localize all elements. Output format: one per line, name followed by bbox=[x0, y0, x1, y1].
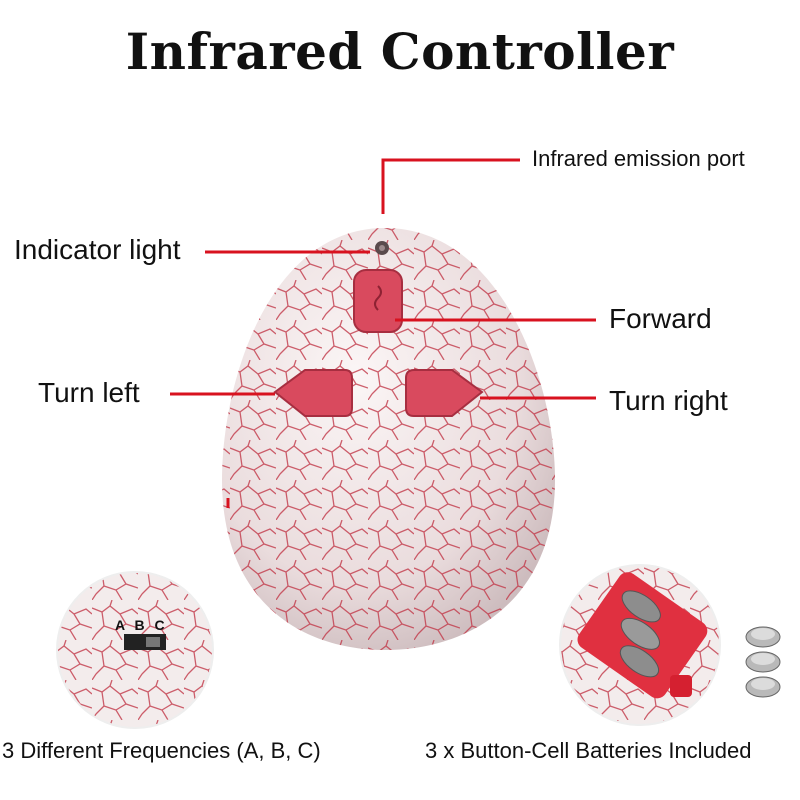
ir-port-line bbox=[381, 158, 520, 214]
caption-batteries: 3 x Button-Cell Batteries Included bbox=[425, 738, 752, 763]
egg-controller-body bbox=[222, 228, 555, 650]
callout-turn-right: Turn right bbox=[609, 385, 728, 416]
frequency-switch-inset bbox=[56, 571, 214, 729]
callout-indicator-light: Indicator light bbox=[14, 234, 181, 265]
switch-letters: A B C bbox=[115, 617, 168, 633]
page-title: Infrared Controller bbox=[125, 22, 675, 81]
callout-lines bbox=[170, 158, 596, 508]
caption-frequencies: 3 Different Frequencies (A, B, C) bbox=[2, 738, 321, 763]
callout-forward: Forward bbox=[609, 303, 712, 334]
battery-compartment-inset bbox=[559, 564, 721, 726]
callout-turn-left: Turn left bbox=[38, 377, 140, 408]
callout-ir-port: Infrared emission port bbox=[532, 146, 745, 171]
button-cell-battery-icons bbox=[745, 626, 781, 698]
forward-button[interactable] bbox=[353, 269, 403, 333]
turn-left-button[interactable] bbox=[273, 369, 353, 417]
turn-right-button[interactable] bbox=[405, 369, 484, 417]
